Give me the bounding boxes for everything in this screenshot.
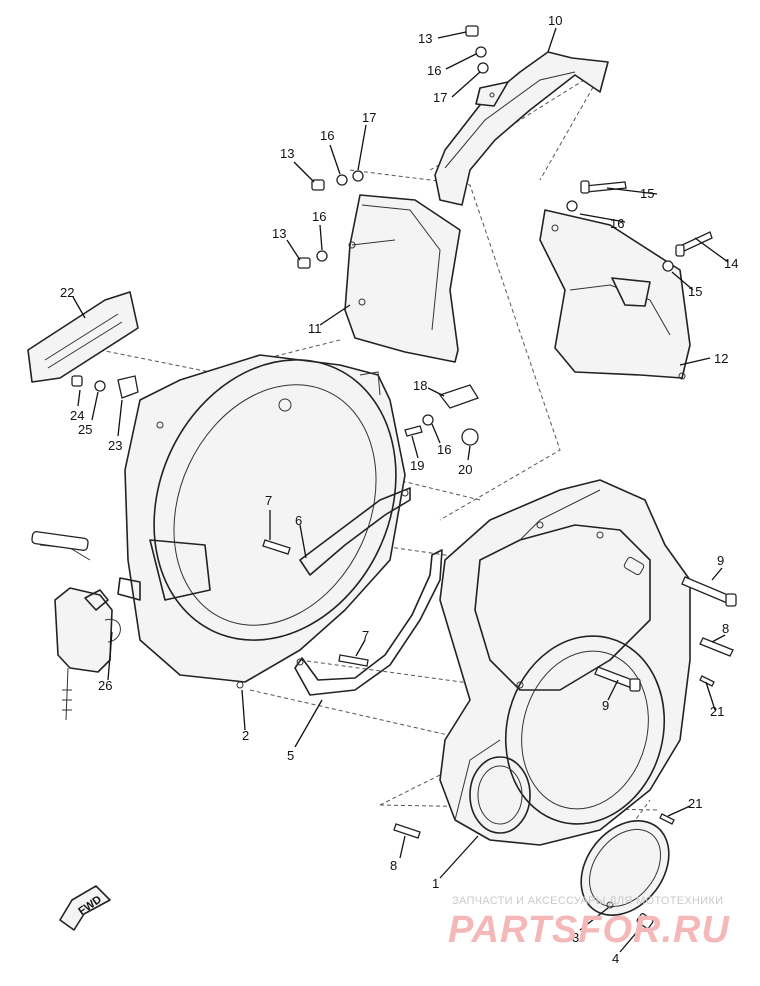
callout-21: 21 bbox=[710, 704, 724, 719]
callout-10: 10 bbox=[548, 13, 562, 28]
part-22-decal bbox=[27, 291, 139, 383]
callout-22: 22 bbox=[60, 285, 74, 300]
callout-9: 9 bbox=[602, 698, 609, 713]
callout-13: 13 bbox=[280, 146, 294, 161]
callout-8: 8 bbox=[722, 621, 729, 636]
callout-2: 2 bbox=[242, 728, 249, 743]
part-12-side-plate bbox=[539, 209, 691, 380]
callout-23: 23 bbox=[108, 438, 122, 453]
watermark-tagline: ЗАПЧАСТИ И АКСЕССУАРЫ ДЛЯ МОТОТЕХНИКИ bbox=[452, 895, 723, 907]
callout-7: 7 bbox=[362, 628, 369, 643]
callout-19: 19 bbox=[410, 458, 424, 473]
callout-13: 13 bbox=[272, 226, 286, 241]
callout-25: 25 bbox=[78, 422, 92, 437]
callout-3: 3 bbox=[572, 930, 579, 945]
hardware-fasteners bbox=[71, 25, 737, 929]
watermark: ЗАПЧАСТИ И АКСЕССУАРЫ ДЛЯ МОТОТЕХНИКИ PA… bbox=[448, 895, 730, 951]
callout-26: 26 bbox=[98, 678, 112, 693]
callout-16: 16 bbox=[437, 442, 451, 457]
callout-5: 5 bbox=[287, 748, 294, 763]
callout-21: 21 bbox=[688, 796, 702, 811]
callout-18: 18 bbox=[413, 378, 427, 393]
callout-16: 16 bbox=[610, 216, 624, 231]
callout-13: 13 bbox=[418, 31, 432, 46]
callout-1: 1 bbox=[432, 876, 439, 891]
part-10-top-cover bbox=[434, 51, 609, 206]
callout-7: 7 bbox=[265, 493, 272, 508]
callout-15: 15 bbox=[640, 186, 654, 201]
watermark-logo: PARTSFOR.RU bbox=[448, 909, 730, 951]
callout-17: 17 bbox=[362, 110, 376, 125]
callout-24: 24 bbox=[70, 408, 84, 423]
fwd-arrow: FWD bbox=[59, 885, 111, 931]
callout-12: 12 bbox=[714, 351, 728, 366]
callout-16: 16 bbox=[427, 63, 441, 78]
part-6-seal-ring bbox=[299, 487, 411, 576]
part-26-ignition-coil bbox=[31, 531, 121, 721]
part-11-upper-shroud bbox=[344, 194, 461, 363]
callout-16: 16 bbox=[320, 128, 334, 143]
callout-17: 17 bbox=[433, 90, 447, 105]
callout-leader-lines bbox=[72, 27, 729, 953]
callout-8: 8 bbox=[390, 858, 397, 873]
callout-15: 15 bbox=[688, 284, 702, 299]
callout-4: 4 bbox=[612, 951, 619, 966]
callout-11: 11 bbox=[308, 321, 322, 336]
callout-14: 14 bbox=[724, 256, 738, 271]
callout-20: 20 bbox=[458, 462, 472, 477]
callout-labels: 13 16 17 10 13 16 17 13 16 11 15 16 14 1… bbox=[60, 13, 738, 966]
part-3-cover-plate bbox=[580, 820, 670, 916]
callout-9: 9 bbox=[717, 553, 724, 568]
callout-16: 16 bbox=[312, 209, 326, 224]
callout-6: 6 bbox=[295, 513, 302, 528]
part-5-seal-strip bbox=[294, 549, 443, 696]
part-1-main-housing bbox=[439, 479, 691, 846]
part-2-fan-shroud bbox=[117, 354, 406, 689]
